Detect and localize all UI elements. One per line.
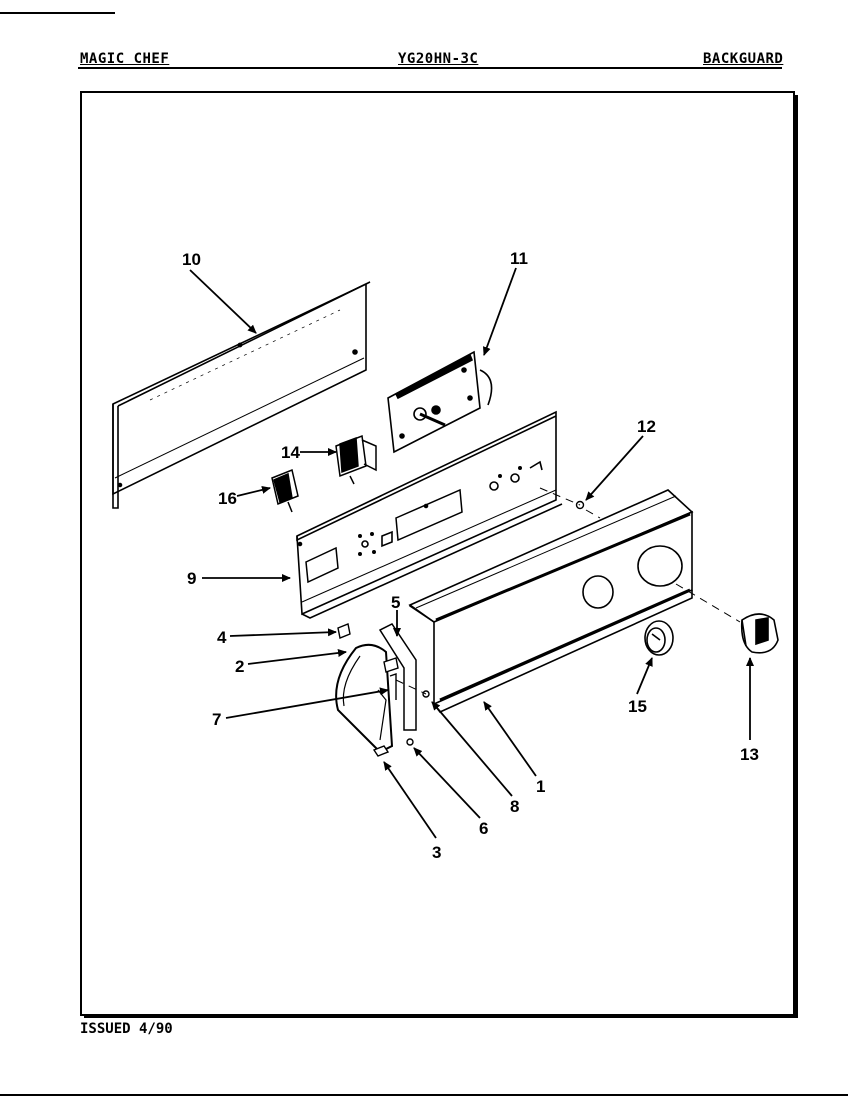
small-parts: [337, 500, 585, 757]
callout-12: 12: [637, 417, 656, 436]
callout-15: 15: [628, 697, 647, 716]
callout-11: 11: [510, 249, 528, 268]
issued-date: ISSUED 4/90: [80, 1021, 173, 1037]
callout-5: 5: [391, 593, 400, 612]
part-13-knob: [740, 613, 779, 654]
callout-16: 16: [218, 489, 237, 508]
part-11-timer: [387, 350, 493, 454]
callouts: 10 11 12 14 16 9 5 4 2 7 15 13 1 8 6 3: [182, 249, 759, 862]
callout-13: 13: [740, 745, 759, 764]
part-1-backguard: [408, 489, 694, 713]
alignment-lines: [395, 487, 741, 695]
callout-6: 6: [479, 819, 488, 838]
frame-shadow-right: [795, 95, 798, 1018]
frame-shadow-bottom: [84, 1016, 798, 1018]
part-10-rear-panel: [112, 281, 371, 509]
diagram-frame: [80, 91, 795, 1016]
callout-4: 4: [217, 628, 227, 647]
callout-1: 1: [536, 777, 545, 796]
leader-lines: [189, 267, 754, 839]
callout-14: 14: [281, 443, 300, 462]
header-model: YG20HN-3C: [398, 51, 479, 67]
part-9-control-panel: [296, 410, 563, 619]
header-rule: [78, 67, 782, 69]
callout-9: 9: [187, 569, 196, 588]
callout-7: 7: [212, 710, 221, 729]
header-brand: MAGIC CHEF: [80, 51, 170, 67]
bottom-rule: [0, 1094, 848, 1096]
part-5-trim: [378, 623, 417, 731]
top-left-rule: [0, 12, 115, 14]
part-14-switch: [335, 434, 377, 485]
part-16-relay: [271, 468, 299, 513]
header-section: BACKGUARD: [703, 51, 784, 67]
part-15-knob: [644, 620, 674, 656]
callout-10: 10: [182, 250, 201, 269]
callout-8: 8: [510, 797, 519, 816]
callout-2: 2: [235, 657, 244, 676]
callout-3: 3: [432, 843, 441, 862]
